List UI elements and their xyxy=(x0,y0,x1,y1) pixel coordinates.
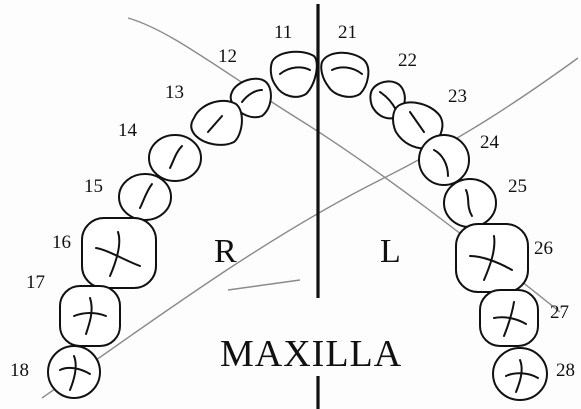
tooth-25[interactable] xyxy=(443,178,497,228)
tooth-17[interactable] xyxy=(59,285,121,347)
diagram-title: MAXILLA xyxy=(220,333,402,375)
tooth-number-14: 14 xyxy=(118,120,138,141)
tooth-number-28: 28 xyxy=(556,360,575,381)
tooth-number-23: 23 xyxy=(448,86,467,107)
tooth-number-21: 21 xyxy=(338,22,357,43)
tooth-24[interactable] xyxy=(418,134,470,186)
tooth-number-13: 13 xyxy=(165,82,184,103)
tooth-number-24: 24 xyxy=(480,132,500,153)
tooth-12[interactable] xyxy=(229,77,272,119)
tooth-18[interactable] xyxy=(47,345,101,399)
tooth-number-15: 15 xyxy=(84,176,103,197)
tooth-number-12: 12 xyxy=(218,46,237,67)
tooth-26[interactable] xyxy=(455,223,529,293)
title-backdrop xyxy=(218,330,414,374)
tooth-16[interactable] xyxy=(81,217,157,289)
right-side-label: R xyxy=(214,233,237,270)
tooth-27[interactable] xyxy=(479,289,539,347)
tooth-number-25: 25 xyxy=(508,176,527,197)
tooth-number-26: 26 xyxy=(534,238,553,259)
tooth-number-11: 11 xyxy=(274,22,292,43)
tooth-28[interactable] xyxy=(492,347,548,401)
pencil-line-short xyxy=(227,279,301,291)
left-side-label: L xyxy=(380,233,401,270)
tooth-14[interactable] xyxy=(148,134,202,182)
tooth-number-22: 22 xyxy=(398,50,417,71)
tooth-number-18: 18 xyxy=(10,360,29,381)
tooth-13[interactable] xyxy=(190,99,243,146)
tooth-15[interactable] xyxy=(118,173,172,221)
tooth-number-17: 17 xyxy=(26,272,45,293)
tooth-number-27: 27 xyxy=(550,302,569,323)
pencil-line-diagonal-b xyxy=(41,57,579,399)
tooth-21[interactable] xyxy=(320,51,370,98)
tooth-number-16: 16 xyxy=(52,232,71,253)
tooth-11[interactable] xyxy=(269,50,318,98)
